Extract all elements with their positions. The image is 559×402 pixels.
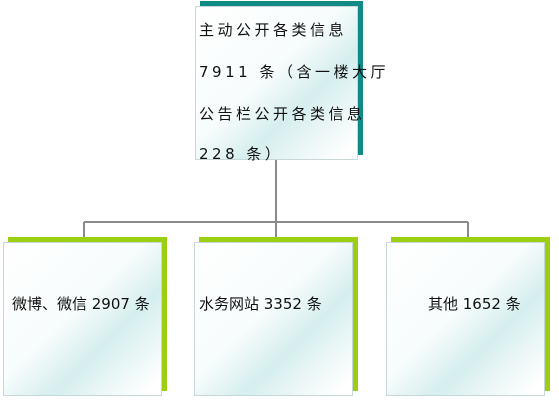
root-node: 主动公开各类信息 7911 条（含一楼大厅 公告栏公开各类信息 228 条） — [195, 6, 389, 163]
child-label-water-website: 水务网站 3352 条 — [199, 295, 322, 313]
child-node-weibo-wechat: 微博、微信 2907 条 — [3, 242, 162, 396]
root-line-3: 公告栏公开各类信息 — [199, 105, 366, 123]
root-line-4: 228 条） — [199, 145, 284, 163]
child-label-other: 其他 1652 条 — [428, 295, 521, 313]
child-node-water-website: 水务网站 3352 条 — [194, 242, 353, 396]
child-node-other: 其他 1652 条 — [386, 242, 545, 396]
root-line-1: 主动公开各类信息 — [199, 21, 348, 39]
child-label-weibo-wechat: 微博、微信 2907 条 — [12, 295, 150, 313]
root-line-2: 7911 条（含一楼大厅 — [199, 63, 389, 81]
